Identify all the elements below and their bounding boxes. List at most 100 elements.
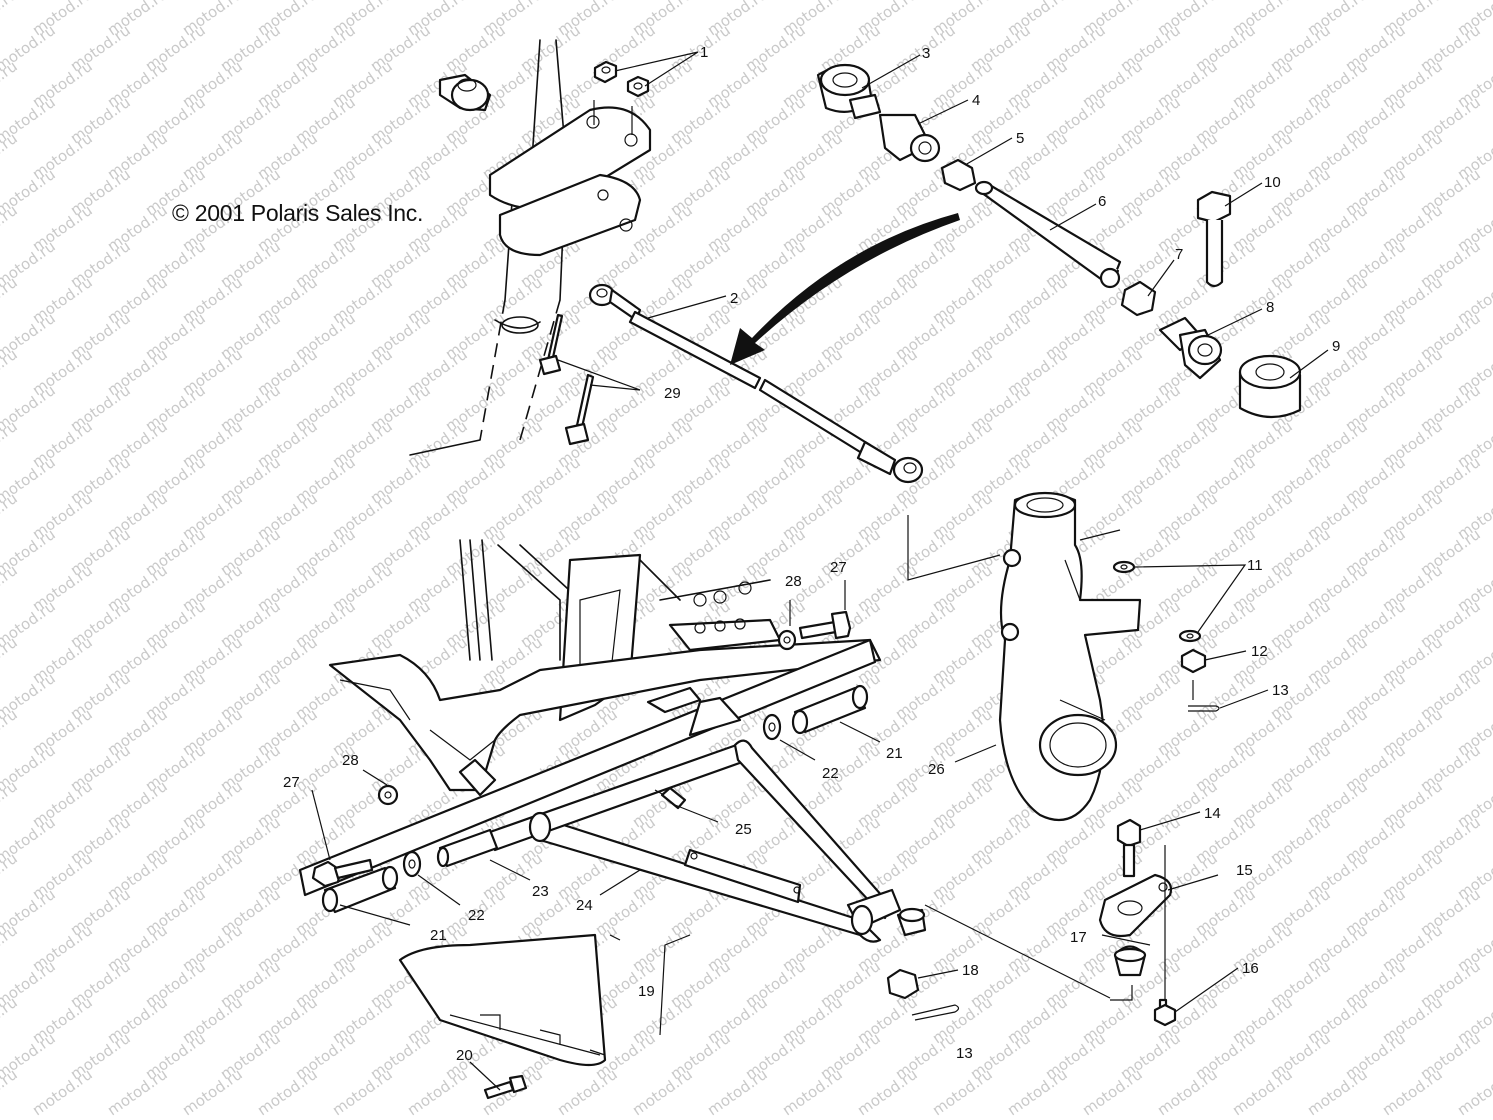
jam-nut-5: [940, 158, 977, 192]
steering-end-eye: [438, 73, 492, 112]
bushing-9: [1238, 354, 1302, 419]
callout-25: 25: [735, 821, 752, 838]
callout-28-lower: 28: [342, 752, 359, 769]
watermark-text: motod.ru: [854, 1065, 921, 1119]
watermark-text: motod.ru: [0, 273, 21, 327]
callout-28-upper: 28: [785, 573, 802, 590]
bolt-20: [483, 1074, 528, 1100]
callout-10: 10: [1264, 174, 1281, 191]
flange-nuts: [593, 60, 650, 135]
washer-28-upper: [777, 629, 797, 651]
watermark-text: motod.ru: [329, 1065, 396, 1119]
callout-7: 7: [1175, 246, 1183, 263]
watermark-text: motod.ru: [704, 1065, 771, 1119]
watermark-text: motod.ru: [1154, 1065, 1221, 1119]
watermark-text: motod.ru: [0, 489, 21, 543]
callout-27-lower: 27: [283, 774, 300, 791]
callout-24: 24: [576, 897, 593, 914]
skid-plate-19: [398, 933, 691, 1067]
chassis-frame: [298, 539, 882, 897]
callout-17: 17: [1070, 929, 1087, 946]
watermark-text: motod.ru: [1304, 1065, 1371, 1119]
tie-rod-assembly: [588, 283, 924, 484]
watermark-text: motod.ru: [0, 345, 21, 399]
watermark-text: motod.ru: [779, 1065, 846, 1119]
washer-22-upper: [762, 713, 782, 741]
callout-29: 29: [664, 385, 681, 402]
callout-27-upper: 27: [830, 559, 847, 576]
watermark-text: motod.ru: [1454, 1065, 1493, 1119]
knuckle-dashed-leads: [907, 515, 1166, 1001]
callout-22-lower: 22: [468, 907, 485, 924]
grease-fitting-25: [654, 786, 687, 810]
callout-23: 23: [532, 883, 549, 900]
watermark-text: motod.ru: [1004, 1065, 1071, 1119]
pivot-tube-21-lower: [321, 865, 399, 914]
watermark-text: motod.ru: [0, 0, 21, 39]
cotter-pin-13-lower: [911, 1004, 960, 1021]
watermark-text: motod.ru: [0, 201, 21, 255]
ball-joint-17: [1113, 945, 1147, 977]
watermark-text: motod.ru: [29, 1065, 96, 1119]
callout-8: 8: [1266, 299, 1274, 316]
watermark-text: motod.ru: [0, 777, 21, 831]
callout-5: 5: [1016, 130, 1024, 147]
watermark-text: motod.ru: [179, 1065, 246, 1119]
a-arm-24: [488, 739, 902, 943]
callout-20: 20: [456, 1047, 473, 1064]
washers-11: [1112, 560, 1202, 643]
callout-9: 9: [1332, 338, 1340, 355]
watermark-text: motod.ru: [104, 1065, 171, 1119]
callout-22-upper: 22: [822, 765, 839, 782]
rod-end-8: [1158, 316, 1223, 380]
adjuster-sleeve-6: [974, 180, 1122, 289]
castle-nut-12: [1180, 648, 1207, 674]
callout-6: 6: [1098, 193, 1106, 210]
callout-4: 4: [972, 92, 980, 109]
watermark-text: motod.ru: [629, 1065, 696, 1119]
bushing-23: [436, 828, 499, 868]
steering-support-plates: [488, 106, 652, 257]
rod-end-4: [848, 93, 941, 163]
watermark-text: motod.ru: [0, 417, 21, 471]
callout-1: 1: [700, 44, 708, 61]
callout-21-lower: 21: [430, 927, 447, 944]
callout-11: 11: [1247, 557, 1263, 574]
callout-3: 3: [922, 45, 930, 62]
watermark-text: motod.ru: [0, 633, 21, 687]
callout-14: 14: [1204, 805, 1221, 822]
castle-nut-18: [886, 968, 920, 1000]
callout-12: 12: [1251, 643, 1268, 660]
watermark-text: motod.ru: [929, 1065, 996, 1119]
washer-28-lower: [377, 784, 399, 806]
watermark-text: motod.ru: [0, 561, 21, 615]
callout-13-lower: 13: [956, 1045, 973, 1062]
watermark-text: motod.ru: [0, 129, 21, 183]
bolt-16: [1153, 998, 1177, 1027]
watermark-text: motod.ru: [0, 1065, 21, 1119]
callout-21-upper: 21: [886, 745, 903, 762]
pivot-tube-21-upper: [791, 684, 869, 735]
bolts-29: [538, 313, 595, 446]
watermark-text: motod.ru: [0, 849, 21, 903]
watermark-text: motod.ru: [0, 921, 21, 975]
bolt-14: [1116, 818, 1142, 878]
watermark-text: motod.ru: [1229, 1065, 1296, 1119]
steering-knuckle-26: [998, 491, 1142, 822]
watermark-text: motod.ru: [0, 705, 21, 759]
watermark-text: motod.ru: [1079, 1065, 1146, 1119]
watermark-text: motod.ru: [254, 1065, 321, 1119]
plate-15: [1098, 873, 1173, 938]
callout-26: 26: [928, 761, 945, 778]
bolt-27-lower: [311, 858, 374, 888]
direction-arrow: [730, 213, 960, 365]
watermark-text: motod.ru: [0, 993, 21, 1047]
callout-18: 18: [962, 962, 979, 979]
bolt-27-upper: [798, 610, 852, 640]
watermark-text: motod.ru: [404, 1065, 471, 1119]
watermark-text: motod.ru: [0, 57, 21, 111]
callout-16: 16: [1242, 960, 1259, 977]
